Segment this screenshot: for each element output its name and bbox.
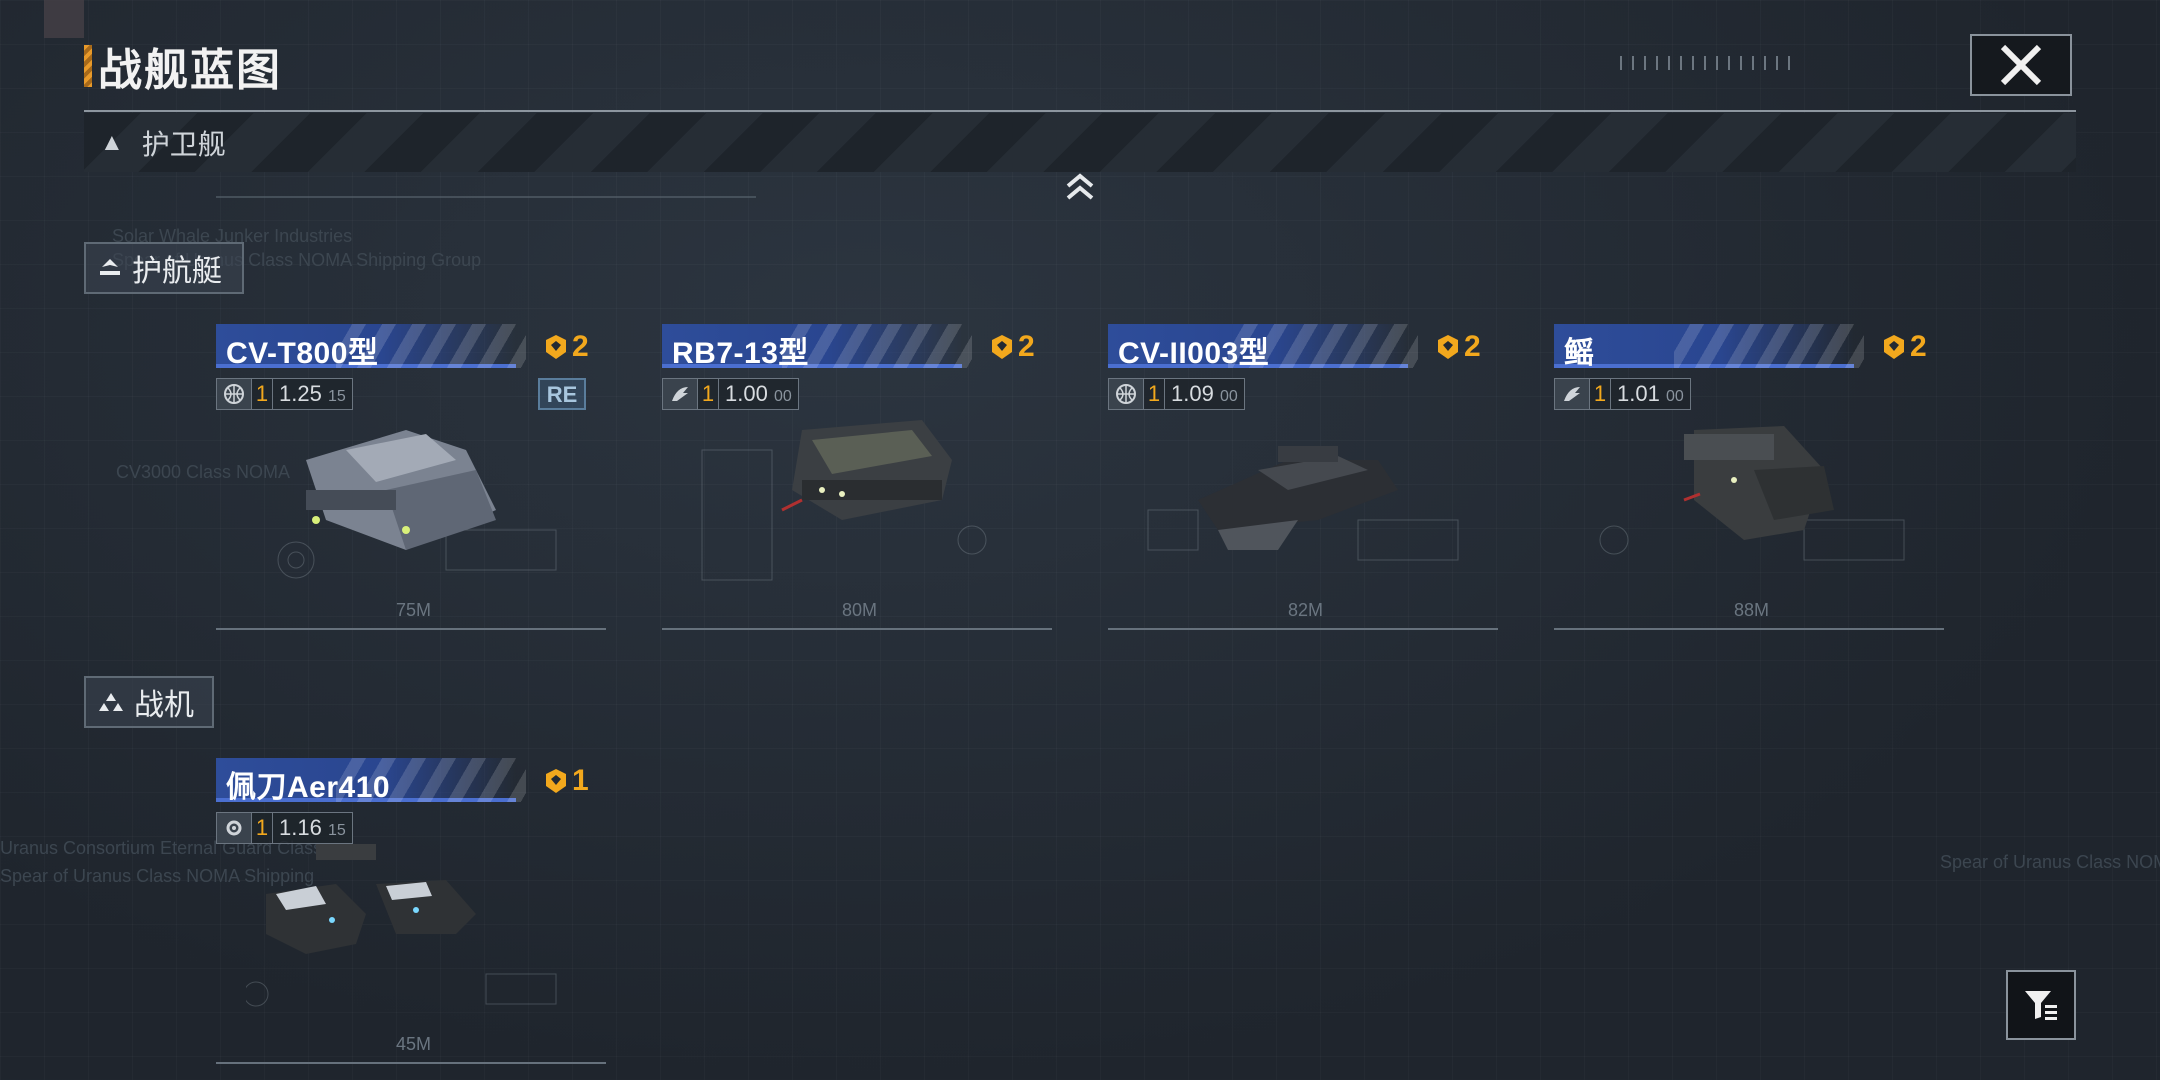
rank-value: 2 (572, 330, 589, 363)
ship-card-ray[interactable]: 鳐 2 1 1.01 00 88M (1554, 324, 1944, 634)
rank-emblem-icon (546, 335, 566, 359)
ship-name: 佩刀Aer410 (226, 771, 391, 804)
ship-stats: 1 1.01 00 (1554, 378, 1691, 410)
ship-stats: 1 1.16 15 (216, 812, 353, 844)
ship-length: 45M (396, 1034, 432, 1054)
close-icon (2000, 44, 2042, 86)
watermark-text: CV3000 Class NOMA (116, 462, 291, 482)
triangle-up-icon: ▲ (100, 128, 124, 156)
card-header (216, 324, 526, 368)
globe-icon (217, 379, 252, 409)
ship-rank: 2 (988, 330, 1035, 364)
ship-level: 1 (252, 813, 273, 843)
watermark-text: Spear of Uranus Class NOMA Shipping (0, 866, 315, 886)
filter-icon (2025, 991, 2057, 1020)
ship-length: 82M (1288, 600, 1324, 620)
ship-card-sabre-aer410[interactable]: 佩刀Aer410 1 1 1.16 15 45M (216, 758, 606, 1068)
title-accent-mark (84, 45, 92, 87)
globe-icon (1109, 379, 1144, 409)
ship-length-scale: 45M (216, 1034, 606, 1064)
faction-wing-icon (1555, 379, 1590, 409)
ship-length-scale: 82M (1108, 600, 1498, 630)
rank-value: 1 (572, 764, 589, 797)
rank-value: 2 (1464, 330, 1481, 363)
ship-name: CV-T800型 (226, 337, 379, 370)
card-header (662, 324, 972, 368)
blueprint-scale (216, 168, 756, 198)
ship-image (277, 430, 557, 579)
ship-stats: 1 1.00 00 (662, 378, 799, 410)
ship-rank: 2 (1880, 330, 1927, 364)
ship-name: CV-II003型 (1118, 337, 1270, 370)
decorative-ticks (1620, 56, 1790, 70)
ship-stat: 1.16 15 (279, 815, 346, 840)
rank-emblem-icon (546, 769, 566, 793)
section-label: 战机 (134, 689, 194, 722)
watermark-text: Solar Whale Junker Industries (112, 226, 353, 246)
ship-image (701, 420, 987, 581)
section-escort: 护航艇 (84, 242, 244, 294)
ship-stats: 1 1.25 15 (216, 378, 353, 410)
ship-card-cv-ii003[interactable]: CV-II003型 2 1 1.09 00 82M (1108, 324, 1498, 634)
ship-length-scale: 75M (216, 600, 606, 630)
ship-image (1599, 426, 1905, 561)
escort-icon (100, 259, 120, 275)
card-header (1108, 324, 1418, 368)
ship-rank: 2 (1434, 330, 1481, 364)
ship-level: 1 (698, 379, 719, 409)
fighter-icon (99, 693, 123, 711)
close-button[interactable] (1970, 34, 2072, 96)
rank-emblem-icon (1884, 335, 1904, 359)
ship-stats: 1 1.09 00 (1108, 378, 1245, 410)
ship-level: 1 (1144, 379, 1165, 409)
page-title-bar: 战舰蓝图 (84, 44, 282, 95)
page-title: 战舰蓝图 (98, 46, 282, 95)
collapse-chevron-icon[interactable] (1064, 172, 1096, 202)
ship-card-cv-t800[interactable]: CV-T800型 2 1 1.25 15 RE 75M (216, 324, 606, 634)
rank-value: 2 (1018, 330, 1035, 363)
category-label: 护卫舰 (141, 128, 226, 160)
ship-length: 88M (1734, 600, 1770, 620)
ship-stat: 1.09 00 (1171, 381, 1238, 406)
ship-name: 鳐 (1564, 337, 1595, 370)
header-divider (84, 110, 2076, 112)
ship-level: 1 (252, 379, 273, 409)
ship-name: RB7-13型 (672, 337, 809, 370)
filter-button[interactable] (2006, 970, 2076, 1040)
ship-stat: 1.00 00 (725, 381, 792, 406)
corner-decoration (44, 0, 84, 38)
ship-rank: 2 (542, 330, 589, 364)
ship-length-scale: 88M (1554, 600, 1944, 630)
watermark-text: Spear of Uranus Class NOMA (1940, 852, 2160, 872)
faction-wing-icon (663, 379, 698, 409)
ship-card-rb7-13[interactable]: RB7-13型 2 1 1.00 00 80M (662, 324, 1052, 634)
gear-icon (217, 813, 252, 843)
ship-level: 1 (1590, 379, 1611, 409)
category-bar[interactable]: ▲ 护卫舰 (84, 113, 2076, 172)
section-label: 护航艇 (132, 255, 222, 288)
rank-emblem-icon (1438, 335, 1458, 359)
ship-stat: 1.01 00 (1617, 381, 1684, 406)
ship-length: 75M (396, 600, 432, 620)
ship-image (246, 844, 557, 1007)
ship-length-scale: 80M (662, 600, 1052, 630)
ship-rank: 1 (542, 764, 589, 798)
rank-value: 2 (1910, 330, 1927, 363)
ship-length: 80M (842, 600, 878, 620)
section-fighter: 战机 (84, 676, 214, 728)
ship-stat: 1.25 15 (279, 381, 346, 406)
card-header (216, 758, 526, 802)
ship-image (1147, 446, 1459, 561)
re-badge: RE (538, 378, 586, 410)
rank-emblem-icon (992, 335, 1012, 359)
card-header (1554, 324, 1864, 368)
